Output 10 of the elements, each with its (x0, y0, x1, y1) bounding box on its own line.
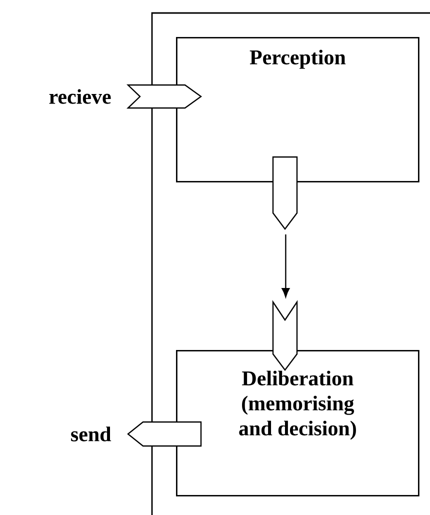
port-label: recieve (49, 89, 111, 104)
frame (151, 12, 430, 515)
arrow (282, 234, 290, 298)
process-box: Perception (176, 37, 420, 182)
port-chevron (272, 300, 298, 371)
port-label: send (71, 426, 112, 442)
port-pentagon (127, 421, 202, 447)
port-pentagon (272, 156, 298, 230)
port-chevron (126, 84, 202, 109)
process-box: Deliberation (memorising and decision) (176, 350, 420, 496)
